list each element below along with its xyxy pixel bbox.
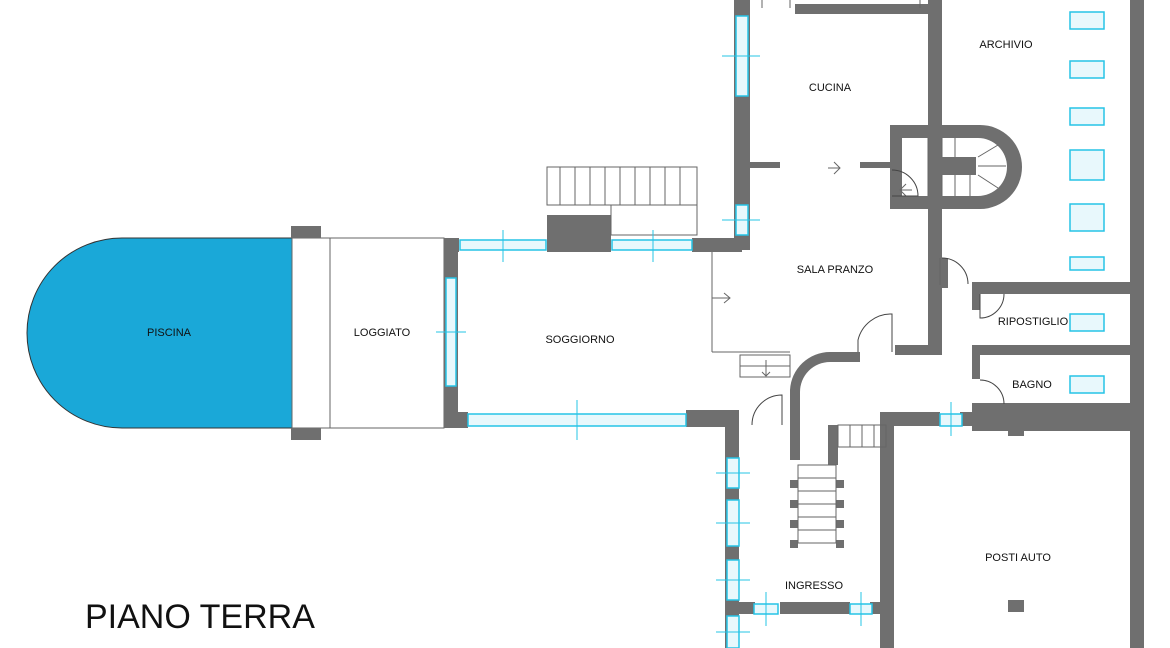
floor-title: PIANO TERRA <box>85 598 315 636</box>
room-label-soggiorno: SOGGIORNO <box>545 334 615 346</box>
room-label-ripostiglio: RIPOSTIGLIO <box>998 316 1069 328</box>
room-label-ingresso: INGRESSO <box>785 580 844 592</box>
stairs-entrance <box>739 354 887 544</box>
room-label-loggiato: LOGGIATO <box>354 327 411 339</box>
stairs-tower <box>927 138 1006 196</box>
room-label-piscina: PISCINA <box>147 327 192 339</box>
stairs-soggiorno <box>546 166 698 236</box>
window-marks <box>436 55 952 633</box>
room-label-bagno: BAGNO <box>1012 379 1052 391</box>
pillar <box>291 428 321 440</box>
doors <box>751 169 1005 426</box>
pool-shape <box>26 237 293 429</box>
room-label-posti-auto: POSTI AUTO <box>985 552 1051 564</box>
room-label-sala-pranzo: SALA PRANZO <box>797 264 874 276</box>
room-label-cucina: CUCINA <box>809 82 852 94</box>
pillar <box>291 226 321 238</box>
room-label-archivio: ARCHIVIO <box>979 39 1033 51</box>
thin-lines <box>711 0 941 353</box>
